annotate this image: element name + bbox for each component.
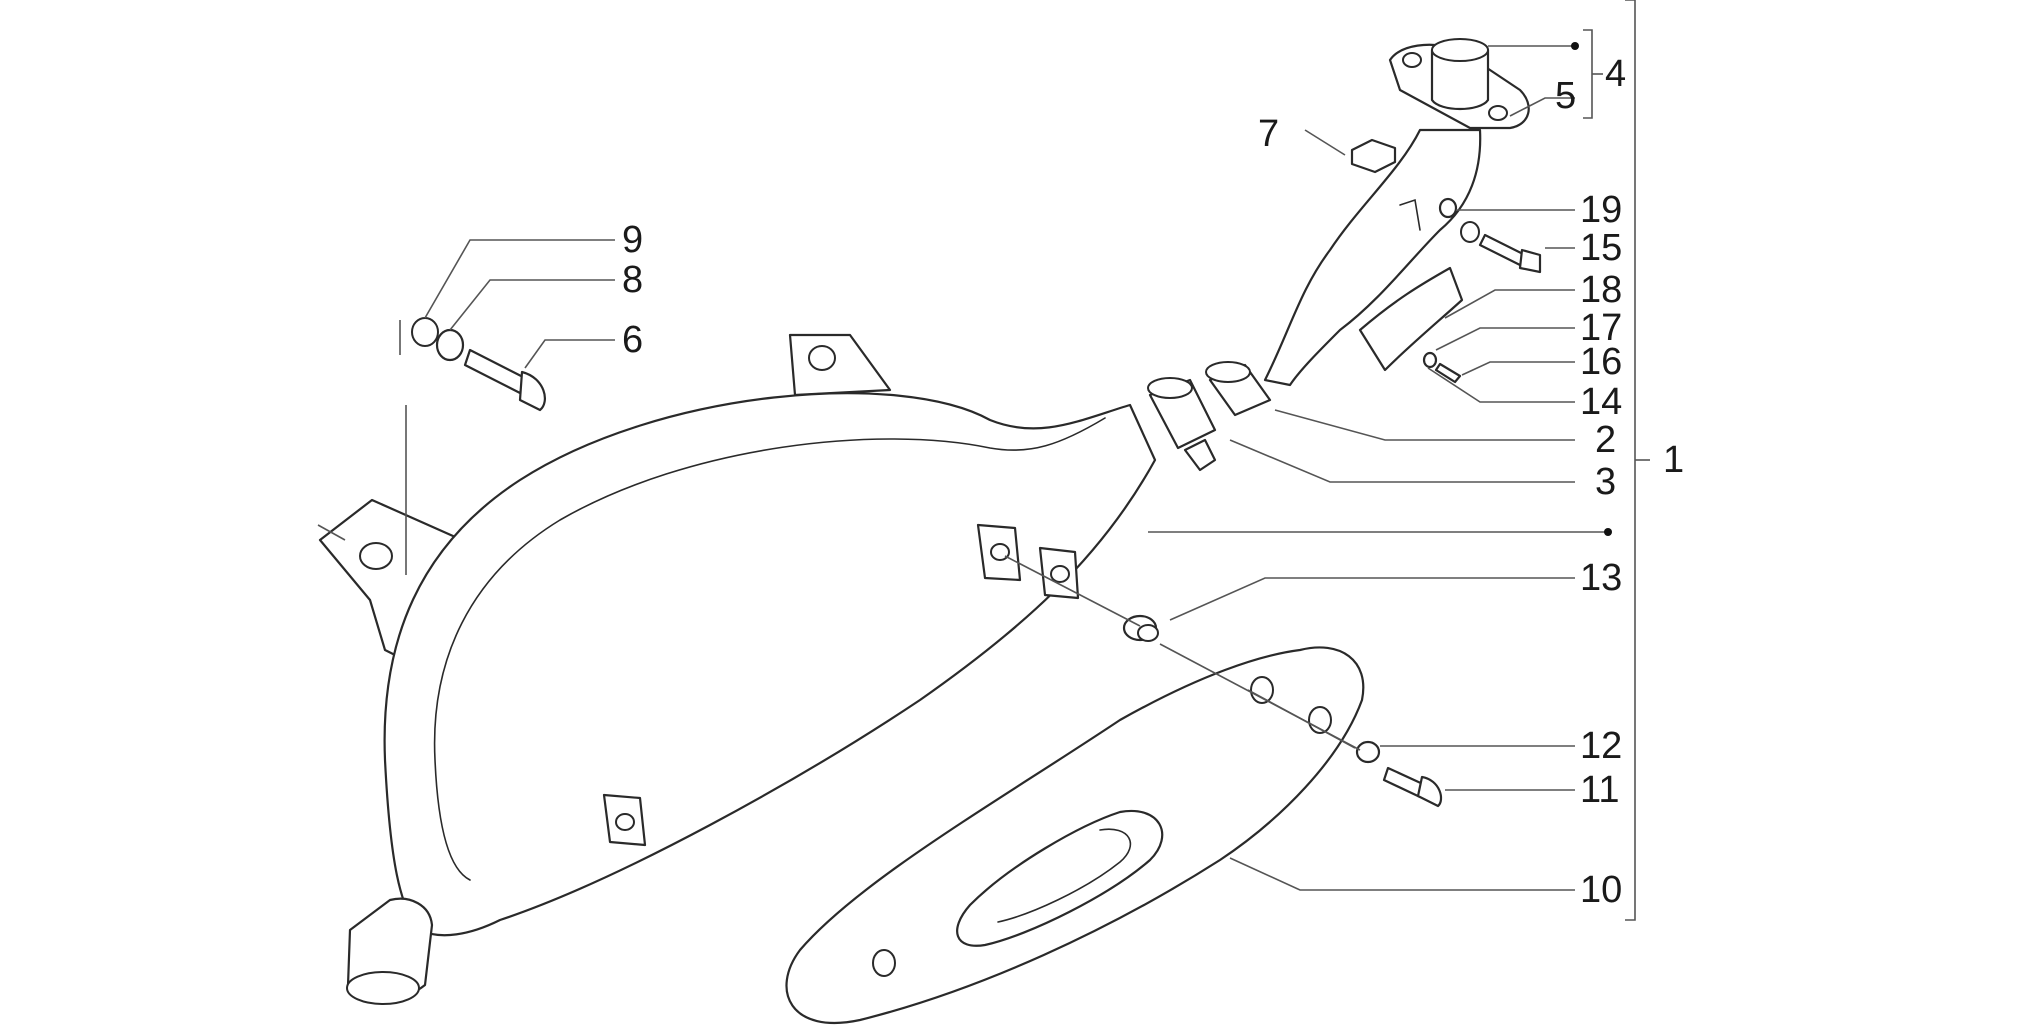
- washer-12: [1355, 740, 1381, 764]
- washer-15a: [1460, 221, 1480, 243]
- callout-5: 5: [1555, 75, 1576, 117]
- muffler-body: [318, 333, 1157, 1005]
- callout-11: 11: [1580, 769, 1619, 811]
- callout-16: 16: [1580, 341, 1622, 383]
- callout-14: 14: [1580, 381, 1622, 423]
- callout-10: 10: [1580, 869, 1622, 911]
- callout-13: 13: [1580, 557, 1622, 599]
- callout-19: 19: [1580, 189, 1622, 231]
- header-pipe: [1263, 38, 1530, 387]
- callout-8: 8: [622, 259, 643, 301]
- fasteners: [411, 197, 1542, 808]
- muffler-shell: [383, 392, 1157, 937]
- leader-lines: [317, 0, 1650, 921]
- muffler-top-bracket: [788, 333, 892, 397]
- callout-9: 9: [622, 219, 643, 261]
- callout-17: 17: [1580, 307, 1622, 349]
- screw-16: [1434, 362, 1462, 384]
- pipe-joint: [1147, 361, 1272, 472]
- callout-7: 7: [1258, 113, 1279, 155]
- callout-18: 18: [1580, 269, 1622, 311]
- washer-9: [411, 317, 439, 347]
- callout-4: 4: [1605, 53, 1626, 95]
- callout-15: 15: [1580, 227, 1622, 269]
- header-pipe-body: [1263, 128, 1482, 387]
- callout-3: 3: [1595, 461, 1616, 503]
- nut-7: [1350, 138, 1397, 174]
- heat-shield: [785, 646, 1365, 1025]
- washer-8: [435, 328, 465, 362]
- bolt-15: [1478, 233, 1527, 267]
- header-guard-tab: [1358, 266, 1464, 372]
- callout-labels: 1 2 3 4 5 6 7 8 9 10 11 12 13 14 15 16 1…: [622, 53, 1684, 911]
- callout-1: 1: [1663, 439, 1684, 481]
- callout-2: 2: [1595, 419, 1616, 461]
- washer-17: [1422, 351, 1438, 369]
- bolt-6: [463, 348, 527, 395]
- callout-12: 12: [1580, 725, 1622, 767]
- spacer-19: [1438, 197, 1458, 219]
- callout-6: 6: [622, 319, 643, 361]
